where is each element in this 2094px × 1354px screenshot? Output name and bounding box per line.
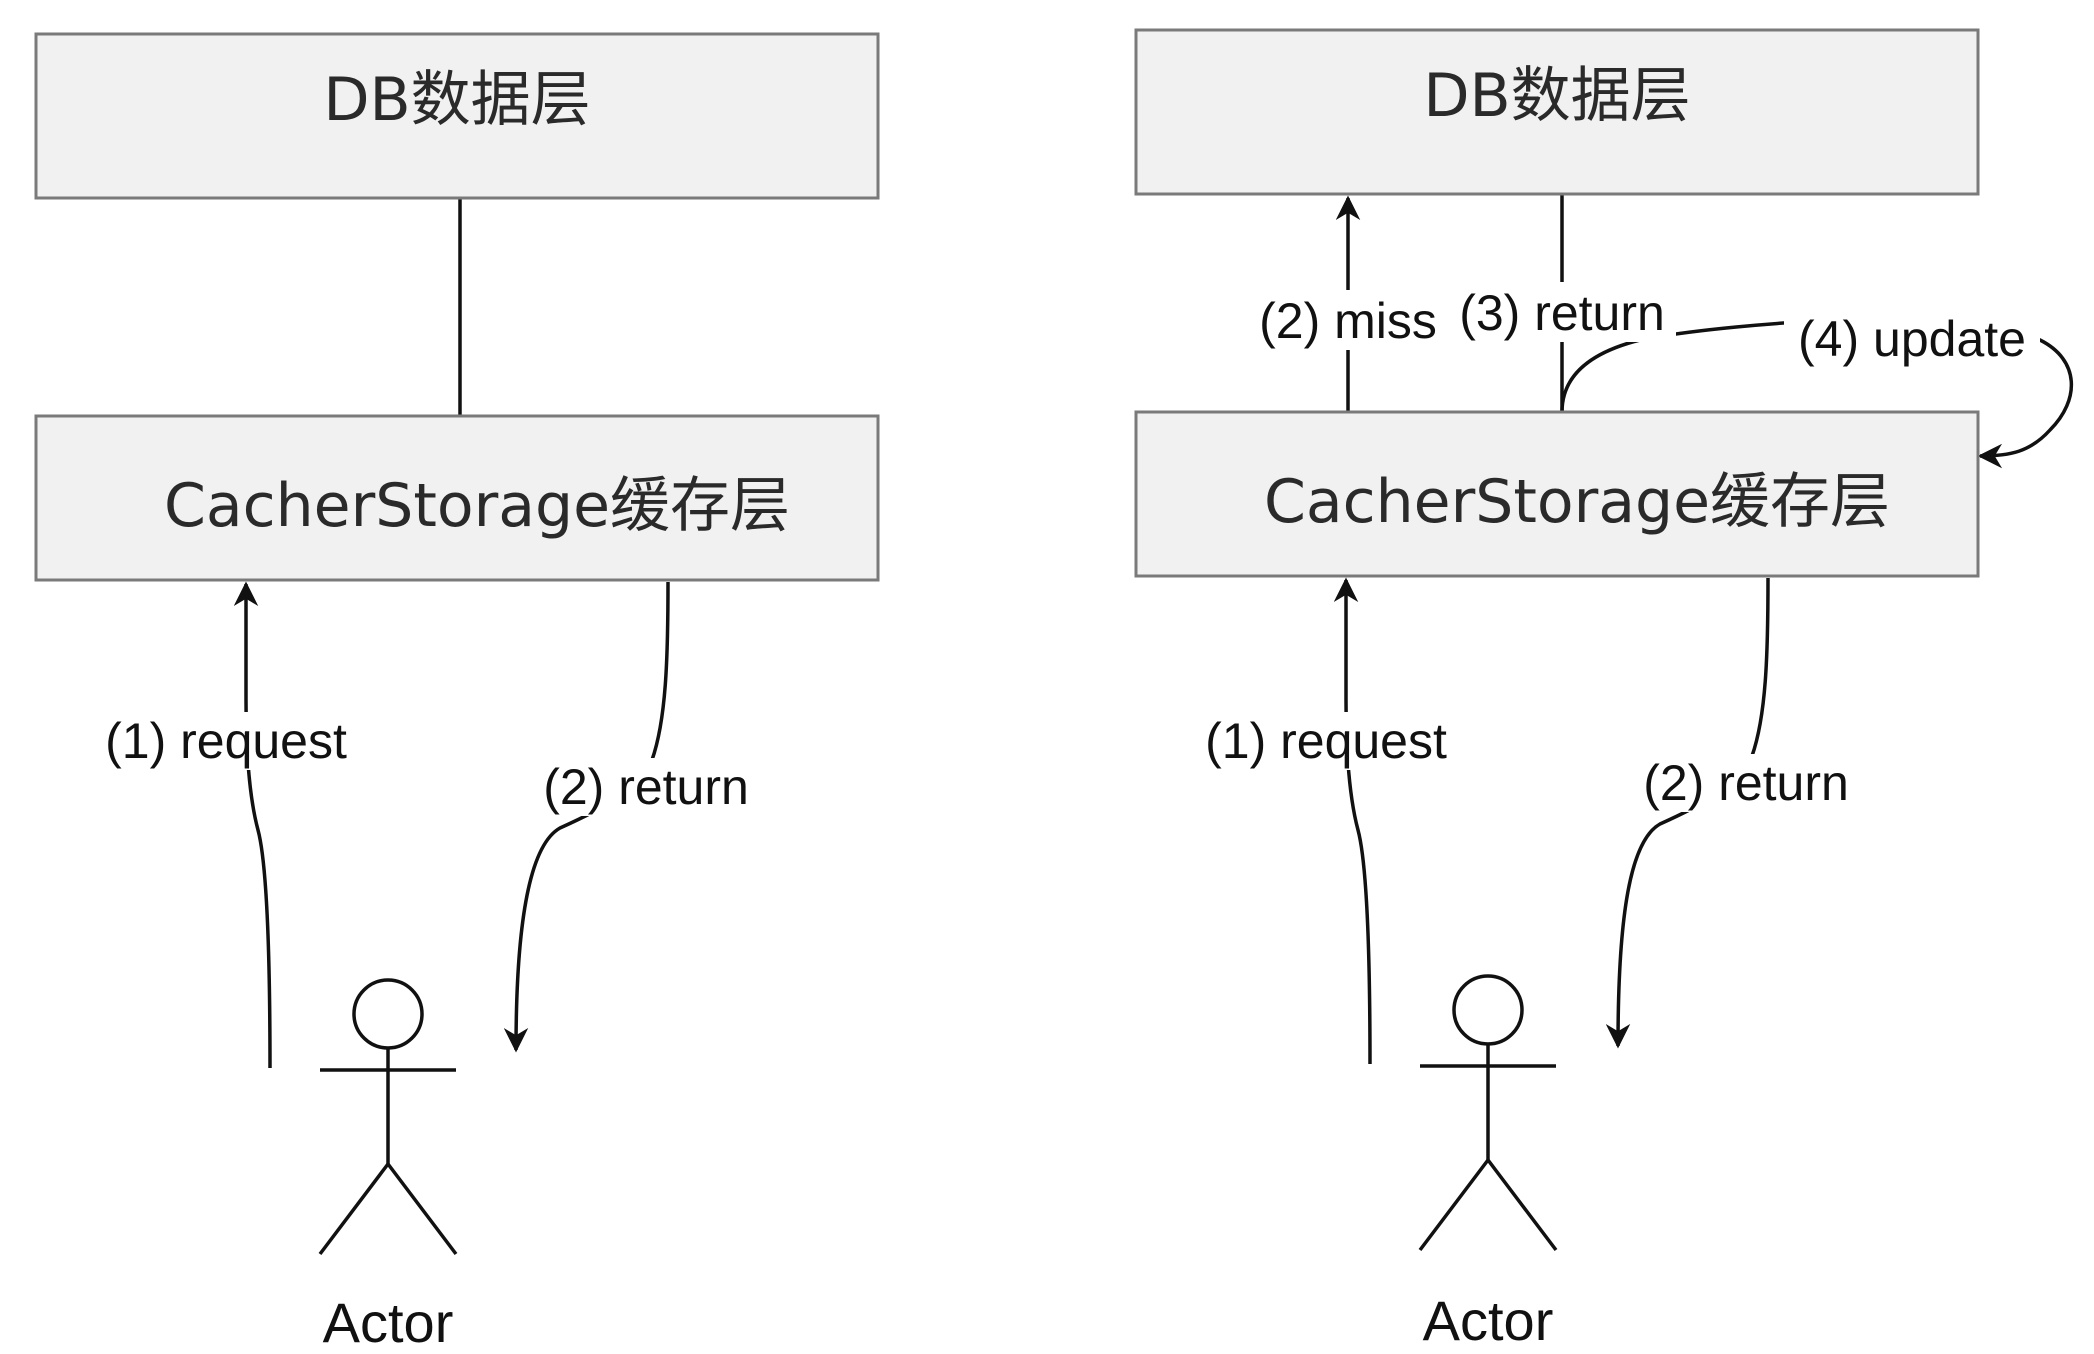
left-request-label: (1) request (105, 713, 347, 769)
right-db-layer-box (1134, 28, 1980, 196)
left-actor-legs (318, 1161, 458, 1256)
left-db-layer-label: DB数据层 (323, 65, 590, 135)
right-request-arrow (1333, 577, 1372, 1065)
right-db-return-label-bg (1448, 282, 1676, 342)
right-cache-layer: CacherStorage缓存层 (1134, 410, 1980, 578)
left-request-edge: (1) request (92, 581, 360, 1069)
left-diagram: DB数据层 CacherStorage缓存层 (1) request (2) r… (34, 32, 880, 1354)
right-request-label: (1) request (1205, 713, 1447, 769)
right-actor-label: Actor (1423, 1289, 1554, 1352)
left-cache-layer-box (34, 414, 880, 582)
left-request-arrow (233, 581, 272, 1069)
right-miss-label-bg (1236, 290, 1460, 350)
left-return-label: (2) return (543, 759, 749, 815)
right-actor: Actor (1418, 974, 1558, 1352)
right-diagram: (2) miss (3) return (4) update DB数据层 Cac… (1134, 28, 2073, 1352)
right-actor-legs (1418, 1157, 1558, 1252)
left-actor: Actor (318, 978, 458, 1354)
right-update-label: (4) update (1798, 311, 2026, 367)
right-db-return-update-edge: (3) return (4) update (1448, 194, 2073, 469)
left-db-layer: DB数据层 (34, 32, 880, 200)
right-cache-layer-label: CacherStorage缓存层 (1264, 467, 1890, 537)
left-cache-layer: CacherStorage缓存层 (34, 414, 880, 582)
right-miss-edge: (2) miss (1236, 195, 1460, 412)
left-db-layer-box (34, 32, 880, 200)
right-db-layer-label: DB数据层 (1423, 61, 1690, 131)
left-return-edge: (2) return (503, 581, 760, 1053)
left-return-label-bg (532, 758, 760, 816)
right-update-label-bg (1784, 310, 2040, 370)
left-actor-label: Actor (323, 1291, 454, 1354)
right-return-label: (2) return (1643, 755, 1849, 811)
right-db-return-label: (3) return (1459, 285, 1665, 341)
right-cache-layer-box (1134, 410, 1980, 578)
left-cache-layer-label: CacherStorage缓存层 (164, 471, 790, 541)
right-request-label-bg (1192, 712, 1460, 770)
left-actor-head (352, 978, 424, 1050)
right-miss-label: (2) miss (1259, 293, 1437, 349)
right-request-edge: (1) request (1192, 577, 1460, 1065)
right-return-edge: (2) return (1605, 577, 1860, 1049)
right-return-label-bg (1632, 754, 1860, 812)
left-request-label-bg (92, 712, 360, 770)
right-db-layer: DB数据层 (1134, 28, 1980, 196)
right-actor-head (1452, 974, 1524, 1046)
